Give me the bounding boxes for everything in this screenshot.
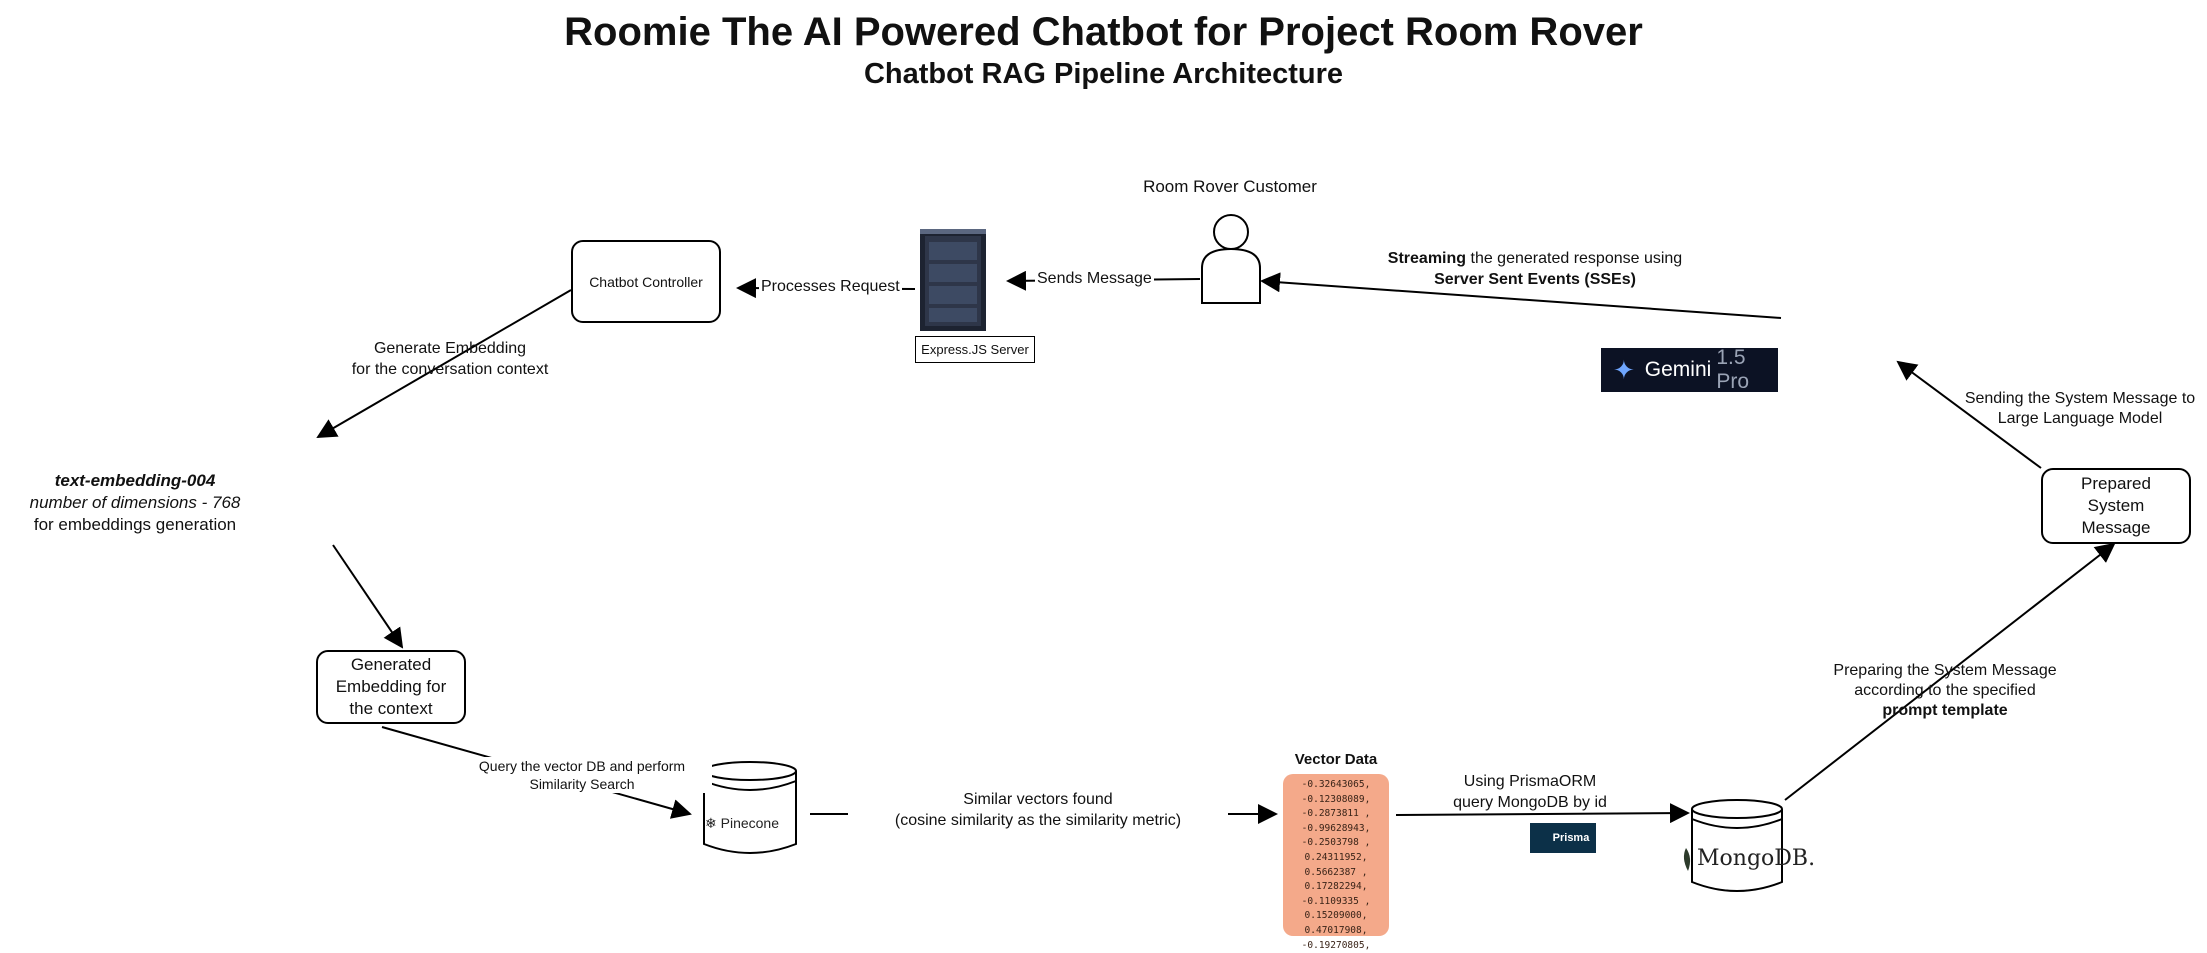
query-vector-line-1: Query the vector DB and perform — [478, 758, 686, 774]
vector-value: -0.2873811 , — [1301, 808, 1371, 820]
similar-vectors-line-1: Similar vectors found — [963, 791, 1113, 808]
edge-label-processes-request: Processes Request — [759, 278, 902, 296]
mongodb-leaf-icon — [1683, 848, 1691, 871]
edge-controller-to-embedding — [316, 289, 572, 439]
pinecone-label-text: Pinecone — [720, 815, 780, 831]
edge-label-query-vector-db: Query the vector DB and perform Similari… — [452, 757, 712, 793]
edge-label-generate-embedding: Generate Embedding for the conversation … — [330, 338, 570, 380]
vector-value: -0.1109335 , — [1301, 895, 1371, 907]
diagram-subtitle: Chatbot RAG Pipeline Architecture — [863, 58, 1344, 90]
gemini-name: Gemini — [1644, 358, 1712, 381]
vector-value: -0.32643065, — [1301, 779, 1371, 790]
gemini-sparkle-icon: ✦ — [1613, 354, 1635, 385]
streaming-bold-text: Streaming — [1387, 250, 1467, 267]
edge-prepared-to-llm — [1896, 360, 2042, 469]
prepared-system-message-node: Prepared System Message — [2041, 468, 2191, 544]
customer-label: Room Rover Customer — [1143, 177, 1317, 196]
embedding-model-purpose: for embeddings generation — [33, 515, 237, 534]
person-icon — [1201, 214, 1261, 304]
prisma-query-line-1: Using PrismaORM — [1463, 773, 1597, 790]
prisma-query-line-2: query MongoDB by id — [1453, 794, 1607, 811]
vector-data-title: Vector Data — [1294, 751, 1378, 768]
sending-llm-line-2: Large Language Model — [1997, 410, 2163, 427]
vector-value: -0.2503798 , — [1301, 837, 1371, 849]
vector-data-panel: -0.32643065, -0.12308089, -0.2873811 , -… — [1283, 774, 1389, 951]
chatbot-controller-node: Chatbot Controller — [571, 240, 721, 323]
sse-text: Server Sent Events (SSEs) — [1434, 271, 1636, 288]
edge-label-prisma-query: Using PrismaORM query MongoDB by id — [1420, 771, 1640, 813]
vector-value: -0.19270805, — [1301, 939, 1371, 951]
similar-vectors-line-2: (cosine similarity as the similarity met… — [894, 812, 1182, 829]
vector-value: 0.24311952, — [1304, 851, 1368, 863]
server-label: Express.JS Server — [915, 336, 1035, 363]
preparing-message-line-3: prompt template — [1882, 702, 2008, 719]
vector-value: 0.15209000, — [1304, 910, 1368, 922]
prisma-badge: Prisma — [1530, 823, 1596, 853]
llm-brain-glyph — [1792, 317, 1883, 399]
edge-vectors-to-mongodb — [1395, 803, 1690, 824]
mongodb-database-icon — [1691, 799, 1783, 892]
server-rack-icon — [920, 229, 986, 331]
prisma-label-text: Prisma — [1552, 832, 1590, 844]
generate-embedding-line-2: for the conversation context — [351, 361, 549, 378]
pinecone-label: ❄ Pinecone — [705, 815, 779, 832]
streaming-rest-text: the generated response using — [1466, 250, 1683, 267]
query-vector-line-2: Similarity Search — [529, 776, 635, 792]
diagram-title: Roomie The AI Powered Chatbot for Projec… — [564, 10, 1643, 54]
edge-label-streaming: Streaming the generated response using S… — [1340, 248, 1730, 290]
generated-embedding-node: Generated Embedding for the context — [316, 650, 466, 724]
gemini-badge: ✦ Gemini 1.5 Pro — [1601, 346, 1778, 393]
vector-value: -0.12308089, — [1301, 793, 1371, 805]
vector-value: 0.47017908, — [1304, 924, 1368, 936]
mongodb-label: MongoDB. — [1697, 846, 1816, 871]
embedding-model-name: text-embedding-004 — [54, 471, 216, 490]
generate-embedding-line-1: Generate Embedding — [373, 340, 527, 357]
edge-embedding-to-generated — [332, 544, 404, 649]
sending-llm-line-1: Sending the System Message to — [1964, 390, 2196, 407]
edge-label-preparing-message: Preparing the System Message according t… — [1790, 661, 2100, 721]
embedding-model-dims: number of dimensions - 768 — [29, 493, 241, 512]
pinecone-database-icon — [703, 761, 797, 854]
vector-value: 0.5662387 , — [1304, 866, 1368, 878]
embedding-model-glyph — [263, 453, 322, 508]
edge-label-sending-to-llm: Sending the System Message to Large Lang… — [1955, 389, 2205, 429]
edge-llm-to-customer — [1260, 272, 1782, 319]
vector-value: -0.99628943, — [1301, 822, 1371, 834]
edge-label-sends-message: Sends Message — [1035, 270, 1154, 288]
preparing-message-line-1: Preparing the System Message — [1833, 662, 2057, 679]
gemini-version: 1.5 Pro — [1716, 346, 1750, 393]
vector-value: 0.17282294, — [1304, 881, 1368, 893]
edge-mongodb-to-prepared — [1784, 542, 2116, 801]
edge-label-similar-vectors: Similar vectors found (cosine similarity… — [848, 789, 1228, 831]
pinecone-logo-icon: ❄ — [705, 815, 717, 831]
embedding-model-label: text-embedding-004 number of dimensions … — [10, 470, 260, 536]
preparing-message-line-2: according to the specified — [1854, 682, 2036, 699]
